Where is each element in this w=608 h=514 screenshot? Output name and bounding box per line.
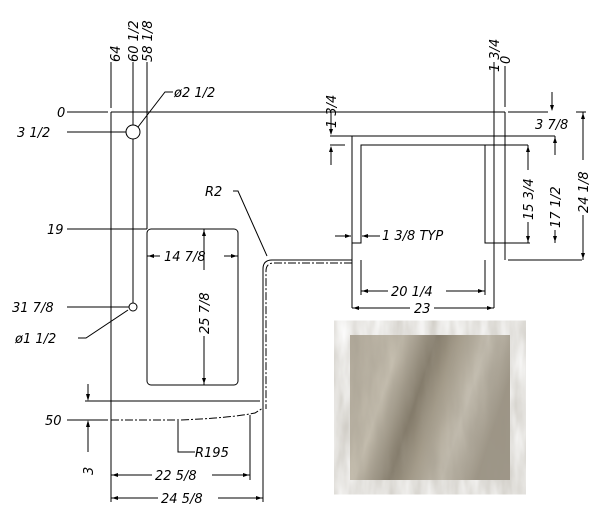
- label-50: 50: [45, 414, 62, 429]
- dim-wall-typ: 1 3/8 TYP: [382, 229, 443, 244]
- dim-sink-inner-width: 20 1/4: [391, 285, 433, 300]
- label-64: 64: [109, 45, 124, 62]
- dim-total-depth: 24 1/8: [577, 171, 592, 213]
- reference-lines: [110, 62, 506, 502]
- dim-sink-outer-width: 23: [414, 302, 431, 317]
- dim-cutout-height: 25 7/8: [198, 292, 213, 334]
- dim-sink-top-offset: 1 3/4: [325, 95, 340, 128]
- countertop-outline: [85, 111, 582, 502]
- label-3: 3: [82, 467, 97, 475]
- label-0: 0: [57, 106, 65, 121]
- dimension-lines: [111, 92, 586, 500]
- label-0-top: 0: [499, 56, 514, 64]
- dim-cutout-width: 14 7/8: [164, 250, 206, 265]
- label-58-1-8: 58 1/8: [141, 20, 156, 62]
- label-1-3-4-top: 1 3/4: [488, 39, 503, 72]
- callout-hole-large: ø2 1/2: [173, 86, 215, 101]
- dim-sink-back: 3 7/8: [535, 118, 568, 133]
- label-hole-small: ø1 1/2: [14, 332, 56, 347]
- dim-22-5-8: 22 5/8: [155, 469, 197, 484]
- stone-texture-swatch: [350, 335, 510, 480]
- label-3-1-2: 3 1/2: [17, 126, 50, 141]
- left-cutout: [146, 228, 239, 386]
- dim-24-5-8: 24 5/8: [161, 492, 203, 507]
- callout-r195: R195: [195, 446, 229, 461]
- dim-sink-inner-depth: 15 3/4: [522, 178, 537, 220]
- large-hole: [125, 124, 141, 140]
- dim-sink-outer-depth: 17 1/2: [549, 186, 564, 228]
- sink-cutout: [330, 135, 555, 308]
- left-leaders: [67, 91, 268, 453]
- small-hole: [128, 302, 138, 312]
- label-31-7-8: 31 7/8: [12, 301, 54, 316]
- label-19: 19: [47, 223, 64, 238]
- callout-r2: R2: [205, 185, 222, 200]
- label-60-1-2: 60 1/2: [127, 20, 142, 62]
